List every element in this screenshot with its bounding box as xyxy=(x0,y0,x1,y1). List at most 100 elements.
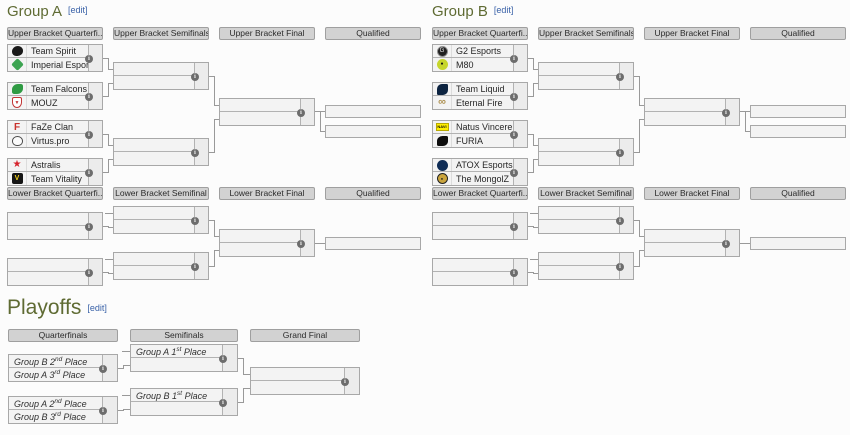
team-name: Team Vitality xyxy=(31,173,82,184)
match-info-icon[interactable]: i xyxy=(85,55,93,63)
match-info-icon[interactable]: i xyxy=(85,269,93,277)
match-info-icon[interactable]: i xyxy=(616,73,624,81)
match-info-icon[interactable]: i xyxy=(510,93,518,101)
match-box: Group B 1st Place i xyxy=(130,388,238,416)
seed-label: Group B 1st Place xyxy=(131,390,207,401)
seed-label: Group B 3rd Place xyxy=(9,411,86,422)
team-slot-eternal-fire[interactable]: ∞Eternal Fire xyxy=(433,96,527,109)
team-slot-imperial-esports[interactable]: Imperial Esports xyxy=(8,58,102,71)
match-box: i xyxy=(538,62,634,90)
bracket-connector xyxy=(533,145,538,146)
seed-slot: Group B 3rd Place xyxy=(9,410,117,423)
playoffs-edit-link[interactable]: [edit] xyxy=(87,303,107,313)
team-logo-cell: ▼ xyxy=(8,96,27,109)
match-info-icon[interactable]: i xyxy=(722,240,730,248)
team-slot-team-vitality[interactable]: V Team Vitality xyxy=(8,172,102,185)
team-slot-team-liquid[interactable]: Team Liquid xyxy=(433,83,527,96)
bracket-connector xyxy=(634,152,640,153)
seed-label: Group A 1st Place xyxy=(131,346,206,357)
bracket-connector xyxy=(243,358,244,375)
match-info-icon[interactable]: i xyxy=(510,131,518,139)
bracket-connector xyxy=(639,119,644,120)
bracket-connector xyxy=(209,76,215,77)
match-info-icon[interactable]: i xyxy=(510,223,518,231)
bracket-connector xyxy=(528,134,534,135)
bracket-connector xyxy=(108,159,109,173)
match-info-icon[interactable]: i xyxy=(616,263,624,271)
header-qualified: Qualified xyxy=(325,187,421,200)
natus-vincere-icon: NAVI xyxy=(435,123,449,131)
bracket-connector xyxy=(533,134,534,146)
group-b-edit-link[interactable]: [edit] xyxy=(493,5,514,15)
bracket-connector xyxy=(320,111,321,132)
seed-post: Place xyxy=(181,346,207,357)
team-slot-astralis[interactable]: ★Astralis xyxy=(8,159,102,172)
match-info-icon[interactable]: i xyxy=(219,355,227,363)
match-info-icon[interactable]: i xyxy=(85,169,93,177)
header-upper-bracket-semifinals: Upper Bracket Semifinals xyxy=(113,27,209,40)
bracket-connector xyxy=(214,250,215,267)
match-info-icon[interactable]: i xyxy=(219,399,227,407)
bracket-connector xyxy=(108,273,113,274)
bracket-connector xyxy=(122,351,130,352)
match-info-icon[interactable]: i xyxy=(85,93,93,101)
match-info-icon[interactable]: i xyxy=(99,407,107,415)
match-info-icon[interactable]: i xyxy=(341,378,349,386)
match-info-icon[interactable]: i xyxy=(191,73,199,81)
match-info-icon[interactable]: i xyxy=(616,149,624,157)
team-logo-cell: V xyxy=(8,172,27,185)
group-b-title: Group B[edit] xyxy=(432,3,513,20)
match-info-icon[interactable]: i xyxy=(99,365,107,373)
bracket-connector xyxy=(528,96,534,97)
match-info-icon[interactable]: i xyxy=(85,131,93,139)
team-slot-atox-esports[interactable]: ATOX Esports xyxy=(433,159,527,172)
bracket-connector xyxy=(243,374,250,375)
team-slot-furia[interactable]: FURIA xyxy=(433,134,527,147)
header-upper-bracket-quarterfi: Upper Bracket Quarterfi... xyxy=(7,27,103,40)
match-info-icon[interactable]: i xyxy=(85,223,93,231)
qualified-slot xyxy=(750,237,846,250)
qualified-slot xyxy=(750,125,846,138)
group-a-edit-link[interactable]: [edit] xyxy=(68,5,88,15)
match-info-icon[interactable]: i xyxy=(722,109,730,117)
match-info-icon[interactable]: i xyxy=(510,269,518,277)
header-semifinals: Semifinals xyxy=(130,329,238,342)
team-slot-team-falcons[interactable]: Team Falcons xyxy=(8,83,102,96)
empty-slot xyxy=(8,259,102,272)
match-info-icon[interactable]: i xyxy=(191,149,199,157)
empty-slot xyxy=(114,139,208,152)
match-box: Group A 1st Place i xyxy=(130,344,238,372)
faze-clan-icon: F xyxy=(13,121,21,133)
team-logo-cell: ∞ xyxy=(433,96,452,109)
bracket-connector xyxy=(528,226,534,227)
match-info-icon[interactable]: i xyxy=(191,217,199,225)
match-info-icon[interactable]: i xyxy=(191,263,199,271)
header-upper-bracket-final: Upper Bracket Final xyxy=(644,27,740,40)
bracket-connector xyxy=(209,266,215,267)
team-slot-team-spirit[interactable]: Team Spirit xyxy=(8,45,102,58)
seed-slot: Group B 1st Place xyxy=(131,389,237,402)
match-info-icon[interactable]: i xyxy=(616,217,624,225)
bracket-connector xyxy=(103,272,109,273)
match-info-icon[interactable]: i xyxy=(510,55,518,63)
bracket-connector xyxy=(105,259,113,260)
seed-sup: nd xyxy=(55,355,63,363)
match-info-icon[interactable]: i xyxy=(510,169,518,177)
team-logo-cell xyxy=(8,134,27,147)
header-lower-bracket-quarterfi: Lower Bracket Quarterfi... xyxy=(7,187,103,200)
match-info-icon[interactable]: i xyxy=(297,240,305,248)
team-name: FURIA xyxy=(456,135,483,146)
team-logo-cell xyxy=(433,159,452,171)
team-slot-virtus-pro[interactable]: Virtus.pro xyxy=(8,134,102,147)
team-slot-m80[interactable]: ●M80 xyxy=(433,58,527,71)
match-info-icon[interactable]: i xyxy=(297,109,305,117)
team-slot-mouz[interactable]: ▼MOUZ xyxy=(8,96,102,109)
team-slot-the-mongolz[interactable]: ●The MongolZ xyxy=(433,172,527,185)
